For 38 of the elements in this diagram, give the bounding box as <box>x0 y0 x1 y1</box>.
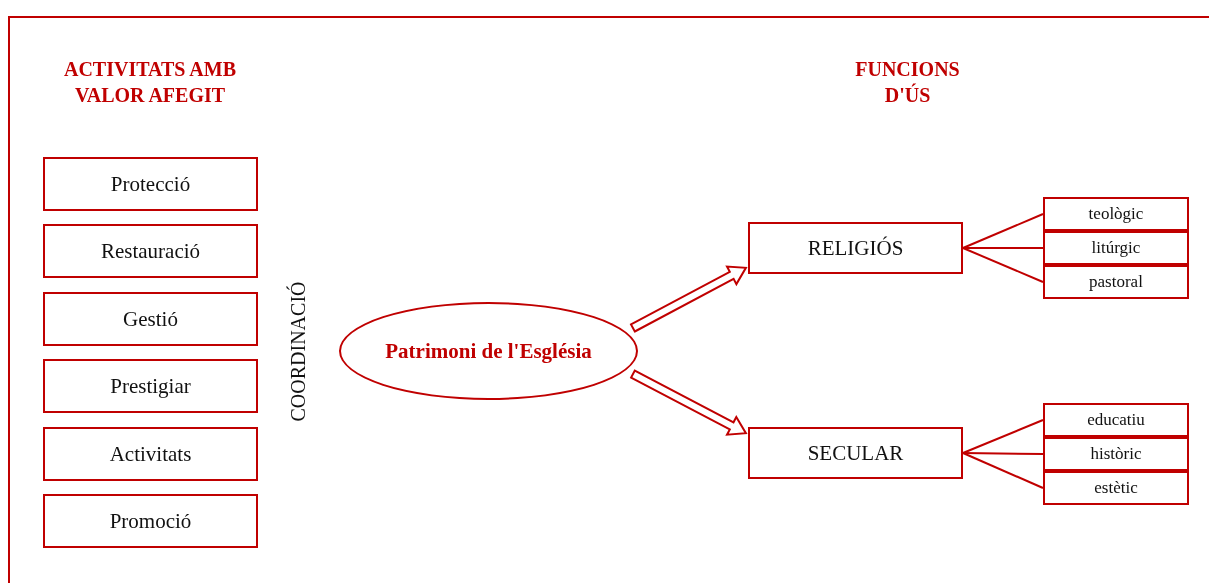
box-text: Prestigiar <box>110 373 191 399</box>
category-box <box>748 427 963 479</box>
category-box <box>748 222 963 274</box>
box-text: Protecció <box>110 171 191 197</box>
category-box <box>1043 471 1189 505</box>
category-box <box>1043 437 1189 471</box>
box-text: Promoció <box>109 508 192 534</box>
category-box <box>1043 403 1189 437</box>
column-heading: FUNCIONS D'ÚS <box>854 57 961 108</box>
hollow-arrow <box>629 369 748 436</box>
category-box <box>43 427 258 481</box>
box-text: RELIGIÓS <box>807 235 904 261</box>
connector-line <box>962 247 1044 283</box>
category-box <box>1043 265 1189 299</box>
box-text: Activitats <box>109 441 192 467</box>
hollow-arrow <box>629 265 748 333</box>
connector-line <box>962 419 1044 454</box>
box-text: històric <box>1090 444 1142 464</box>
box-text: pastoral <box>1089 272 1143 292</box>
box-text: Patrimoni de l'Església <box>385 338 592 364</box>
vertical-label: COORDINACIÓ <box>286 280 310 424</box>
category-box <box>1043 197 1189 231</box>
box-text: Restauració <box>100 238 201 264</box>
box-text: estètic <box>1094 478 1138 498</box>
category-box <box>43 494 258 548</box>
category-box <box>43 224 258 278</box>
connector-line <box>962 213 1044 249</box>
box-text: litúrgic <box>1091 238 1141 258</box>
box-text: SECULAR <box>807 440 904 466</box>
box-text: educatiu <box>1087 410 1145 430</box>
connector-line <box>962 452 1044 489</box>
category-box <box>1043 231 1189 265</box>
column-heading: ACTIVITATS AMB VALOR AFEGIT <box>62 57 238 108</box>
category-box <box>43 157 258 211</box>
box-text: Gestió <box>123 306 178 332</box>
box-text: teològic <box>1088 204 1144 224</box>
category-box <box>43 359 258 413</box>
category-box <box>43 292 258 346</box>
